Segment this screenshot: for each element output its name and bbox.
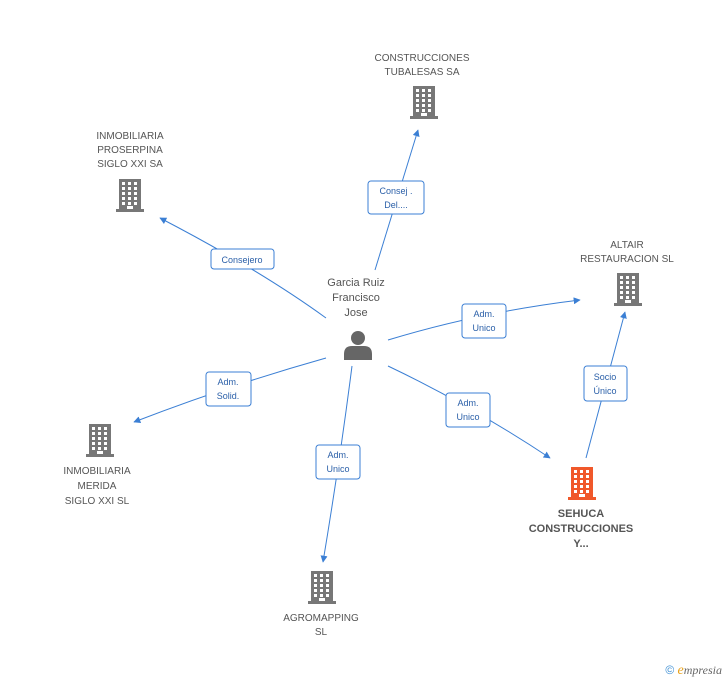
node-label-line: AGROMAPPING <box>283 613 359 624</box>
node-label-line: RESTAURACION SL <box>580 254 674 265</box>
brand-initial: e <box>677 663 684 678</box>
edge-label-line: Adm. <box>217 377 238 387</box>
node-label-line: MERIDA <box>78 481 117 492</box>
edge-label-proserpina[interactable]: Consejero <box>210 248 275 270</box>
node-label-line: SL <box>315 627 328 638</box>
edge-label-agromapping[interactable]: Adm. Unico <box>315 444 361 480</box>
edge-label-sehuca[interactable]: Adm. Unico <box>445 392 491 428</box>
building-icon <box>410 86 438 119</box>
edge-label-line: Solid. <box>217 391 240 401</box>
person-name-line: Jose <box>344 307 367 319</box>
node-label-line: SIGLO XXI SL <box>65 496 130 507</box>
edge-label-line: Unico <box>456 412 479 422</box>
edge-label-line: Consejero <box>221 255 262 265</box>
node-label-line: PROSERPINA <box>97 145 163 156</box>
node-inmobiliaria-merida[interactable]: INMOBILIARIA MERIDA SIGLO XXI SL <box>63 424 131 507</box>
edge-label-line: Consej . <box>379 186 412 196</box>
edge-label-line: Unico <box>472 323 495 333</box>
edge-label-altair[interactable]: Adm. Unico <box>461 303 507 339</box>
node-label-line: INMOBILIARIA <box>63 466 131 477</box>
node-label-line: TUBALESAS SA <box>384 67 459 78</box>
edge-label-line: Del.... <box>384 200 408 210</box>
edge-label-line: Adm. <box>473 309 494 319</box>
edge-label-tubalesas[interactable]: Consej . Del.... <box>367 180 425 215</box>
building-icon <box>308 571 336 604</box>
node-label-line: CONSTRUCCIONES <box>374 53 469 64</box>
node-agromapping[interactable]: AGROMAPPING SL <box>283 571 359 638</box>
footer-brand: © empresia <box>665 663 722 679</box>
edge-label-line: Unico <box>326 464 349 474</box>
person-node[interactable]: Garcia Ruiz Francisco Jose <box>327 277 385 360</box>
edge-label-line: Adm. <box>457 398 478 408</box>
node-inmobiliaria-proserpina[interactable]: INMOBILIARIA PROSERPINA SIGLO XXI SA <box>96 131 164 212</box>
building-icon <box>568 467 596 500</box>
node-label-line: ALTAIR <box>610 240 644 251</box>
node-altair-restauracion[interactable]: ALTAIR RESTAURACION SL <box>580 240 674 306</box>
node-construcciones-tubalesas[interactable]: CONSTRUCCIONES TUBALESAS SA <box>374 53 470 119</box>
building-icon <box>116 179 144 212</box>
node-label-line: SEHUCA <box>558 508 605 520</box>
edge-label-line: Único <box>593 386 616 396</box>
edge-label-line: Adm. <box>327 450 348 460</box>
edge-label-merida[interactable]: Adm. Solid. <box>205 371 252 407</box>
person-name-line: Garcia Ruiz <box>327 277 384 289</box>
building-icon <box>86 424 114 457</box>
edge-label-line: Socio <box>594 372 617 382</box>
edge-label-sehuca-altair[interactable]: Socio Único <box>583 365 628 402</box>
person-name-line: Francisco <box>332 292 380 304</box>
brand-name: mpresia <box>683 663 722 677</box>
person-icon <box>344 331 372 360</box>
building-icon <box>614 273 642 306</box>
node-sehuca[interactable]: SEHUCA CONSTRUCCIONES Y... <box>529 467 634 550</box>
node-label-line: SIGLO XXI SA <box>97 159 163 170</box>
node-label-line: Y... <box>573 538 588 550</box>
node-label-line: CONSTRUCCIONES <box>529 523 634 535</box>
copyright-icon: © <box>665 663 675 677</box>
node-label-line: INMOBILIARIA <box>96 131 164 142</box>
